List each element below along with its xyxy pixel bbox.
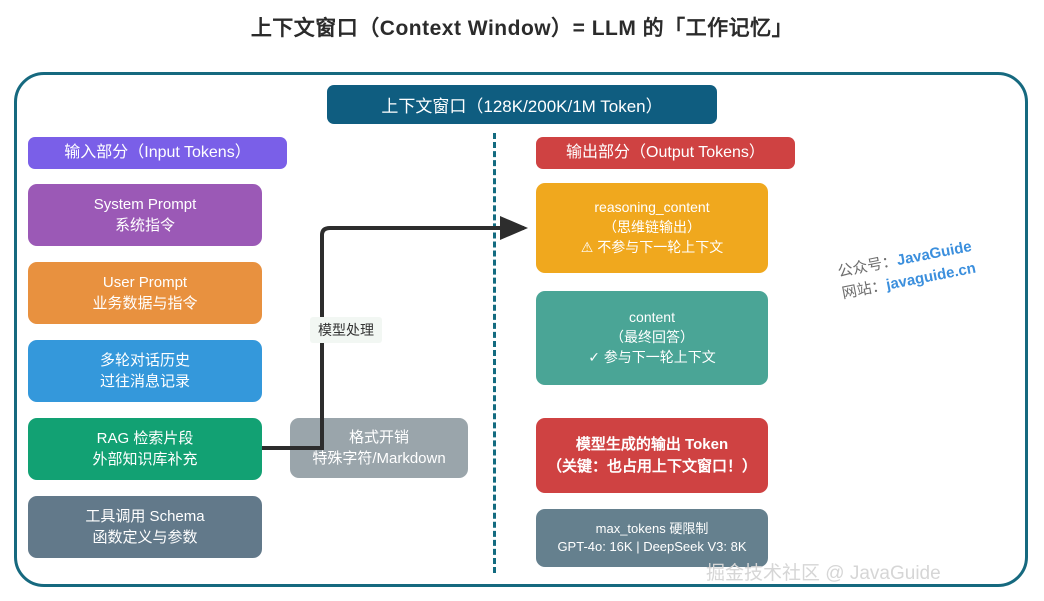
block-reasoning-content-line2: （思维链输出）	[603, 219, 701, 236]
block-chat-history-line1: 多轮对话历史	[99, 351, 190, 369]
block-output-token[interactable]: 模型生成的输出 Token （关键：也占用上下文窗口！）	[536, 418, 768, 493]
block-chat-history-line2: 过往消息记录	[99, 373, 190, 390]
block-system-prompt-line2: 系统指令	[114, 217, 175, 234]
block-output-token-line1: 模型生成的输出 Token	[575, 436, 729, 454]
block-format-overhead[interactable]: 格式开销 特殊字符/Markdown	[290, 418, 468, 478]
column-divider	[493, 133, 496, 573]
block-rag-line2: 外部知识库补充	[92, 451, 198, 468]
check-mark-icon: ✓	[588, 348, 600, 365]
block-tool-schema[interactable]: 工具调用 Schema 函数定义与参数	[28, 496, 262, 558]
warning-triangle-icon: ⚠	[580, 238, 594, 255]
block-max-tokens-line1: max_tokens 硬限制	[595, 520, 709, 536]
block-chat-history[interactable]: 多轮对话历史 过往消息记录	[28, 340, 262, 402]
block-rag-line1: RAG 检索片段	[96, 429, 194, 447]
block-content[interactable]: content （最终回答） ✓ 参与下一轮上下文	[536, 291, 768, 385]
block-system-prompt-line1: System Prompt	[93, 195, 197, 213]
block-format-overhead-line2: 特殊字符/Markdown	[312, 450, 446, 467]
block-reasoning-content[interactable]: reasoning_content （思维链输出） ⚠ 不参与下一轮上下文	[536, 183, 768, 273]
watermark-footer: 掘金技术社区 @ JavaGuide	[706, 563, 941, 584]
block-reasoning-content-line3: 不参与下一轮上下文	[597, 238, 724, 255]
process-label: 模型处理	[310, 317, 382, 343]
block-content-line1: content	[629, 309, 675, 326]
block-content-line3: 参与下一轮上下文	[603, 348, 716, 365]
output-section-header: 输出部分（Output Tokens）	[536, 137, 795, 169]
context-window-header: 上下文窗口（128K/200K/1M Token）	[327, 85, 717, 124]
block-system-prompt[interactable]: System Prompt 系统指令	[28, 184, 262, 246]
block-max-tokens[interactable]: max_tokens 硬限制 GPT-4o: 16K | DeepSeek V3…	[536, 509, 768, 567]
block-user-prompt-line2: 业务数据与指令	[92, 295, 198, 312]
block-rag[interactable]: RAG 检索片段 外部知识库补充	[28, 418, 262, 480]
block-content-line3-row: ✓ 参与下一轮上下文	[588, 348, 716, 368]
block-reasoning-content-line1: reasoning_content	[594, 199, 710, 216]
block-content-line2: （最终回答）	[610, 329, 694, 346]
input-section-header: 输入部分（Input Tokens）	[28, 137, 287, 169]
block-user-prompt-line1: User Prompt	[102, 273, 188, 291]
block-output-token-line2: （关键：也占用上下文窗口！）	[546, 457, 757, 475]
page-title: 上下文窗口（Context Window）= LLM 的「工作记忆」	[250, 17, 794, 40]
block-tool-schema-line1: 工具调用 Schema	[85, 507, 205, 525]
block-max-tokens-line2: GPT-4o: 16K | DeepSeek V3: 8K	[557, 539, 747, 554]
block-user-prompt[interactable]: User Prompt 业务数据与指令	[28, 262, 262, 324]
block-tool-schema-line2: 函数定义与参数	[92, 529, 198, 546]
block-reasoning-content-line3-row: ⚠ 不参与下一轮上下文	[581, 238, 723, 258]
block-format-overhead-line1: 格式开销	[348, 428, 409, 446]
